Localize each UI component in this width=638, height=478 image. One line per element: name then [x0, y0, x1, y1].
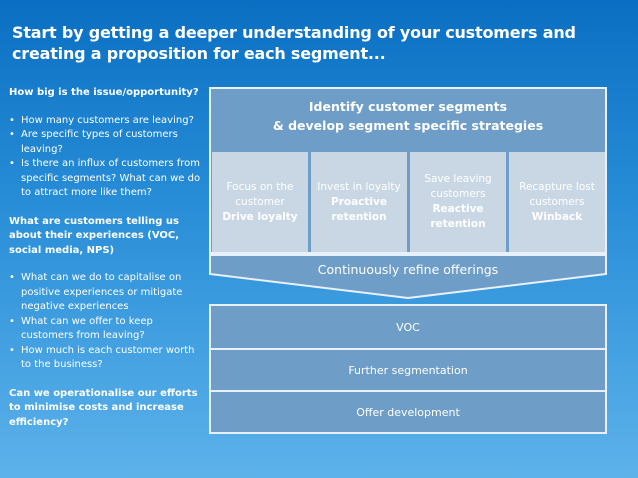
bullet-item: How many customers are leaving? — [9, 114, 205, 129]
strategy-text: Focus on the customer — [226, 180, 294, 208]
page-title: Start by getting a deeper understanding … — [12, 23, 576, 63]
segments-heading: Identify customer segments & develop seg… — [211, 97, 605, 135]
strategy-label: Winback — [531, 210, 583, 223]
strategy-column-proactive: Invest in loyalty Proactive retention — [311, 152, 407, 252]
section-heading-operationalise: Can we operationalise our efforts to min… — [9, 387, 198, 428]
left-panel: How big is the issue/opportunity? How ma… — [9, 86, 205, 430]
bullet-list-issue: How many customers are leaving? Are spec… — [9, 114, 205, 201]
section-heading-feedback: What are customers telling us about thei… — [9, 215, 180, 256]
strategy-text: Invest in loyalty — [317, 180, 401, 193]
segments-box: Identify customer segments & develop seg… — [209, 87, 607, 254]
down-arrow-shape — [209, 254, 607, 300]
activity-row-offer: Offer development — [211, 390, 605, 432]
strategy-column-winback: Recapture lost customers Winback — [509, 152, 605, 252]
activity-row-segmentation: Further segmentation — [211, 348, 605, 390]
activity-row-voc: VOC — [396, 320, 420, 334]
strategy-text: Save leaving customers — [424, 173, 492, 200]
activities-box: VOC Further segmentation Offer developme… — [209, 304, 607, 434]
bullet-item: What can we do to capitalise on positive… — [9, 271, 205, 315]
section-heading-issue: How big is the issue/opportunity? — [9, 87, 199, 98]
bullet-list-feedback: What can we do to capitalise on positive… — [9, 271, 205, 373]
bullet-item: How much is each customer worth to the b… — [9, 344, 205, 373]
strategy-text: Recapture lost customers — [519, 180, 595, 208]
bullet-item: What can we offer to keep customers from… — [9, 315, 205, 344]
bullet-item: Are specific types of customers leaving? — [9, 128, 205, 157]
arrow-label: Continuously refine offerings — [317, 262, 499, 277]
strategy-column-reactive: Save leaving customers Reactive retentio… — [410, 152, 506, 252]
bullet-item: Is there an influx of customers from spe… — [9, 157, 205, 201]
segments-heading-line2: & develop segment specific strategies — [272, 118, 544, 133]
strategy-columns: Focus on the customer Drive loyalty Inve… — [212, 152, 605, 252]
strategy-label: Proactive retention — [331, 195, 387, 223]
segments-heading-line1: Identify customer segments — [308, 99, 508, 114]
strategy-label: Reactive retention — [430, 203, 486, 230]
strategy-label: Drive loyalty — [222, 210, 298, 223]
strategy-column-loyalty: Focus on the customer Drive loyalty — [212, 152, 308, 252]
